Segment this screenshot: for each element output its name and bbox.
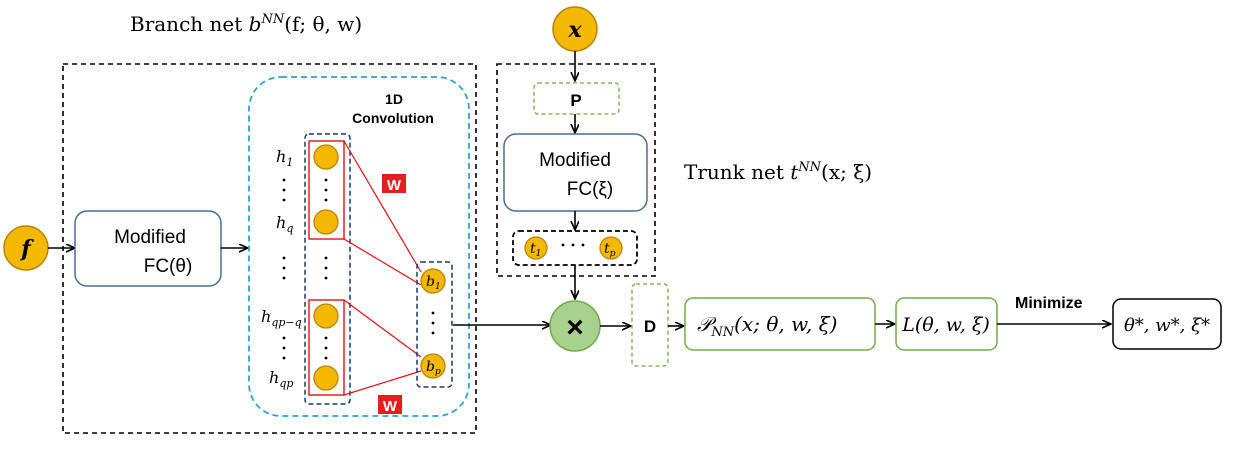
conv-label-2: Convolution — [352, 110, 434, 126]
conv-label-1: 1D — [385, 91, 403, 107]
b-node-1: b1 — [420, 268, 446, 294]
h-node-1 — [313, 144, 339, 170]
svg-text:D: D — [644, 317, 656, 336]
b-node-p: bp — [420, 353, 446, 379]
conv-weight-lines — [343, 140, 422, 396]
input-f-node: f — [3, 225, 49, 271]
branch-net-title: Branch net bNN(f; θ, w) — [130, 12, 362, 36]
trunk-fc-label-1: Modified — [539, 150, 611, 171]
t-node-1: t1 — [524, 236, 548, 260]
h-column-group — [304, 133, 351, 405]
kernel-window-top — [308, 140, 345, 240]
svg-text:b1: b1 — [426, 274, 441, 292]
w-badge-bottom: W — [378, 395, 402, 415]
h-column-dots — [324, 178, 328, 360]
loss-block: L(θ, w, ξ) — [895, 297, 998, 351]
svg-text:tp: tp — [604, 241, 616, 259]
svg-text:L(θ, w, ξ): L(θ, w, ξ) — [901, 314, 990, 336]
h-label-1: h1 — [276, 147, 293, 169]
h-label-qp-q: hqp−q — [261, 307, 302, 329]
svg-text:t1: t1 — [530, 241, 541, 259]
trunk-fc-block: Modified FC(ξ) — [503, 133, 648, 212]
b-column-group — [416, 261, 453, 388]
branch-fc-label-1: Modified — [114, 227, 186, 248]
h-label-q: hq — [276, 213, 293, 235]
b-column-dots — [431, 311, 435, 335]
svg-text:P: P — [570, 91, 581, 110]
svg-text:θ*, w*, ξ*: θ*, w*, ξ* — [1124, 315, 1210, 336]
branch-fc-label-2: FC(θ) — [144, 256, 193, 277]
t-node-p: tp — [599, 236, 623, 260]
trunk-net-box — [496, 63, 656, 277]
svg-text:×: × — [566, 311, 584, 344]
h-node-qp — [313, 365, 339, 391]
svg-text:f: f — [19, 236, 34, 262]
trunk-net-title: Trunk net tNN(x; ξ) — [684, 160, 872, 184]
branch-fc-block: Modified FC(θ) — [74, 210, 222, 287]
kernel-window-bottom — [308, 299, 345, 396]
trunk-fc-label-2: FC(ξ) — [567, 179, 614, 200]
pnn-block: 𝒫NN(x; θ, w, ξ) — [684, 297, 876, 351]
convolution-box — [248, 76, 470, 417]
t-row-dots — [561, 243, 585, 247]
minimize-label: Minimize — [1015, 295, 1083, 312]
h-label-qp: hqp — [269, 368, 293, 390]
svg-text:x: x — [567, 17, 582, 43]
p-block: P — [533, 82, 620, 115]
result-block: θ*, w*, ξ* — [1112, 298, 1222, 350]
svg-text:W: W — [383, 398, 398, 415]
h-label-dots — [282, 178, 286, 360]
h-node-qp-q — [313, 303, 339, 329]
w-badge-top: W — [382, 174, 406, 194]
h-node-q — [313, 209, 339, 235]
multiply-node: × — [549, 300, 601, 352]
svg-text:bp: bp — [426, 359, 441, 377]
input-x-node: x — [552, 6, 598, 52]
svg-text:W: W — [387, 177, 402, 194]
d-block: D — [631, 283, 669, 367]
